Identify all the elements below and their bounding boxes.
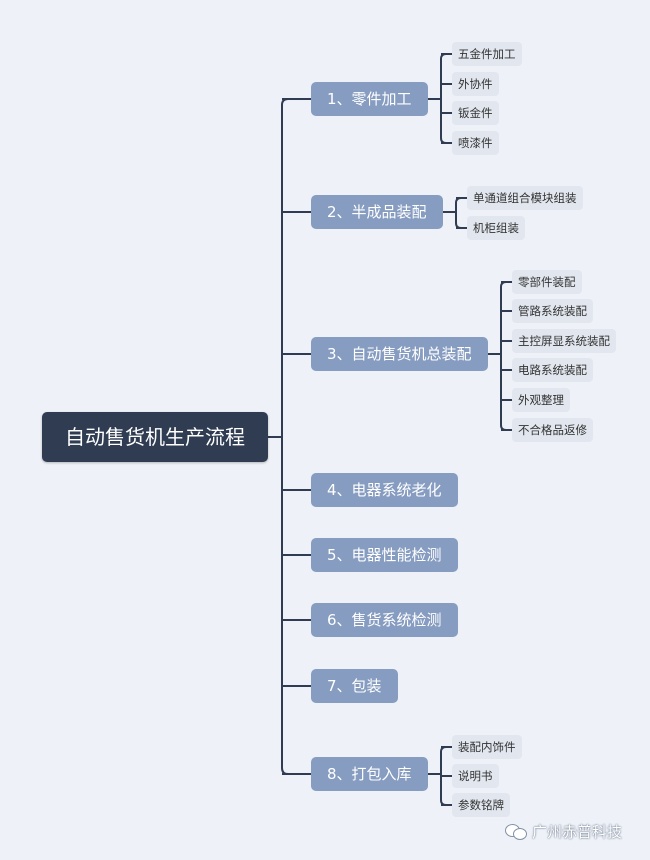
leaf-node: 五金件加工	[452, 42, 522, 66]
leaf-node: 外观整理	[512, 388, 570, 412]
watermark: 广州赤普科技	[505, 819, 622, 843]
root-node: 自动售货机生产流程	[42, 412, 268, 462]
branch-node-3: 3、自动售货机总装配	[311, 337, 488, 371]
branch-node-6: 6、售货系统检测	[311, 603, 458, 637]
branch-node-7: 7、包装	[311, 669, 398, 703]
leaf-spine	[455, 197, 462, 229]
leaf-spine	[440, 53, 447, 144]
leaf-spine	[500, 281, 507, 431]
leaf-node: 电路系统装配	[512, 358, 593, 382]
leaf-node: 管路系统装配	[512, 299, 593, 323]
watermark-text: 广州赤普科技	[532, 822, 623, 841]
leaf-node: 主控屏显系统装配	[512, 329, 616, 353]
leaf-node: 参数铭牌	[452, 793, 510, 817]
branch-node-8: 8、打包入库	[311, 757, 428, 791]
leaf-node: 外协件	[452, 72, 499, 96]
leaf-node: 单通道组合模块组装	[467, 186, 583, 210]
leaf-node: 机柜组装	[467, 216, 525, 240]
branch-node-2: 2、半成品装配	[311, 195, 443, 229]
branch-node-4: 4、电器系统老化	[311, 473, 458, 507]
leaf-node: 钣金件	[452, 101, 499, 125]
branch-node-1: 1、零件加工	[311, 82, 428, 116]
main-spine	[281, 98, 289, 775]
leaf-node: 零部件装配	[512, 270, 582, 294]
branch-node-5: 5、电器性能检测	[311, 538, 458, 572]
wechat-icon	[505, 822, 527, 840]
leaf-node: 喷漆件	[452, 131, 499, 155]
leaf-node: 装配内饰件	[452, 735, 522, 759]
leaf-node: 不合格品返修	[512, 418, 593, 442]
leaf-node: 说明书	[452, 764, 499, 788]
